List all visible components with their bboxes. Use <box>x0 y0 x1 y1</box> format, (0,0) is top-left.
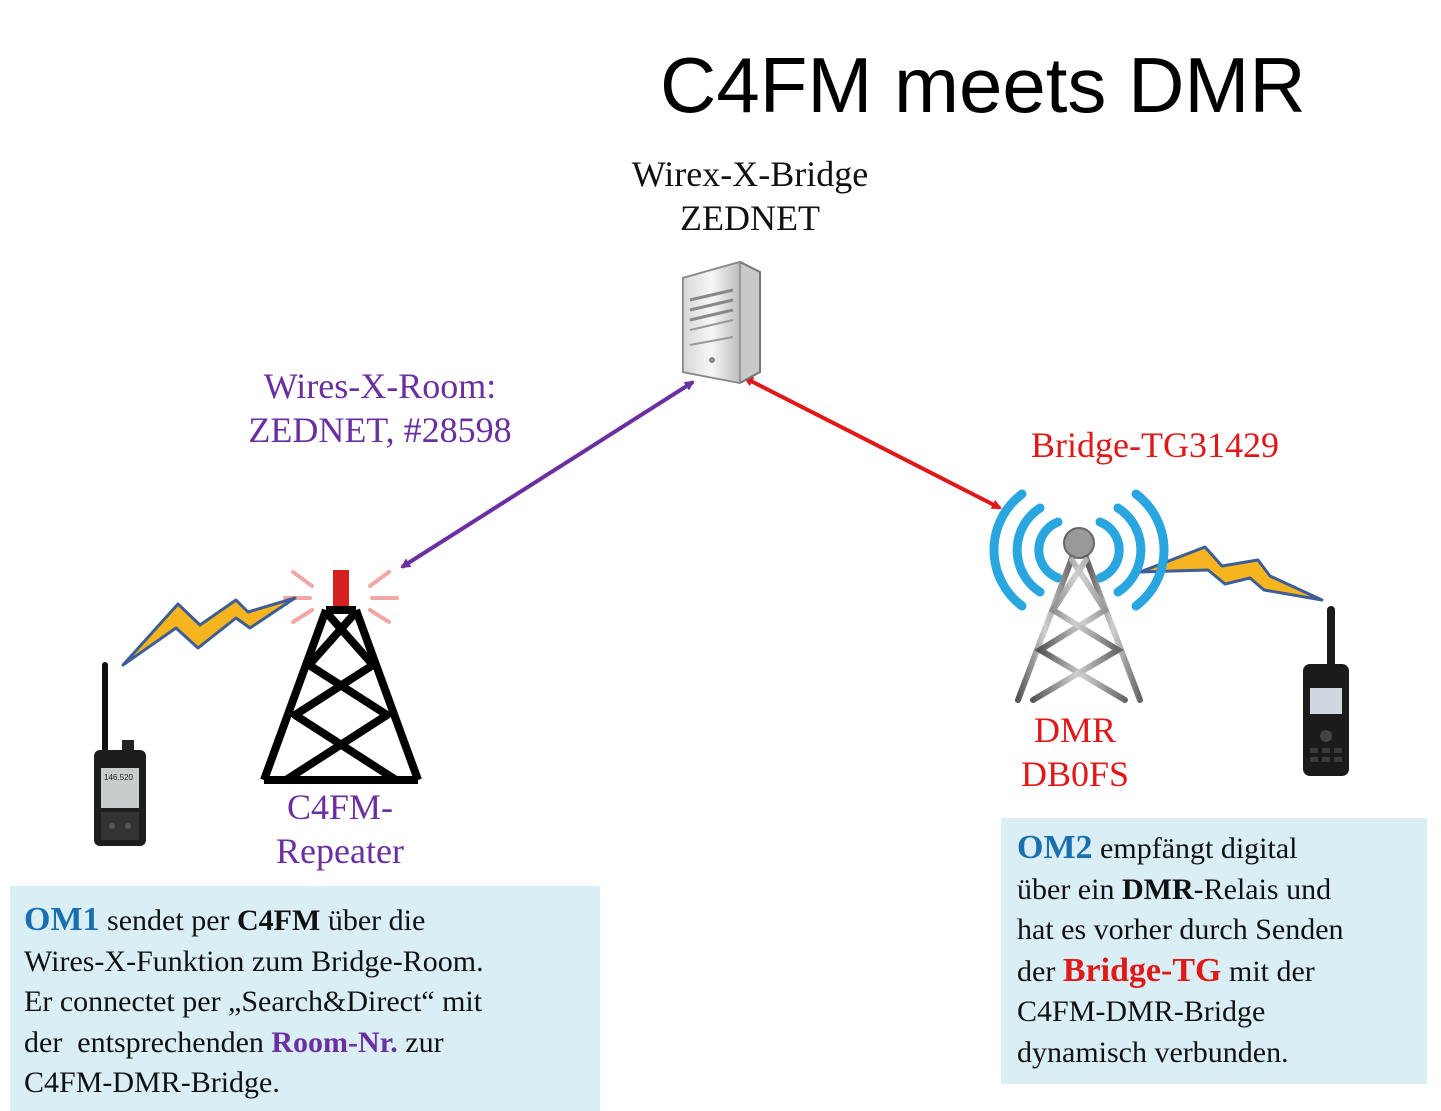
box1-line3: Er connectet per „Search&Direct“ mit <box>24 985 483 1018</box>
bridge-label-line2: ZEDNET <box>680 198 820 238</box>
box1-line5: C4FM-DMR-Bridge. <box>24 1066 280 1099</box>
box2-line2: über ein DMR-Relais und <box>1017 870 1413 911</box>
box1-text: sendet per <box>99 904 237 937</box>
bridge-tg-bold: Bridge-TG <box>1062 951 1222 989</box>
box1-text: über die <box>320 904 426 937</box>
box2-text: der <box>1017 954 1063 988</box>
dmr-tower-icon <box>989 489 1169 703</box>
box2-text: empfängt digital <box>1092 832 1298 865</box>
room-nr-bold: Room-Nr. <box>271 1025 398 1059</box>
bridge-label: Wirex-X-Bridge ZEDNET <box>560 152 940 240</box>
lightning-bolt-icon <box>121 596 297 667</box>
c4fm-bold: C4FM <box>237 904 321 937</box>
box2-line1: OM2 empfängt digital <box>1017 828 1413 870</box>
box2-text: mit der <box>1221 954 1315 988</box>
c4fm-label-line2: Repeater <box>276 831 404 871</box>
om1-label: OM1 <box>24 901 100 938</box>
dmr-label-line2: DB0FS <box>1020 754 1130 794</box>
c4fm-label: C4FM- Repeater <box>240 785 440 873</box>
box2-text: -Relais und <box>1193 872 1332 906</box>
handheld-radio-c4fm-icon: 146.520 <box>94 662 146 846</box>
lightning-bolt-icon <box>1138 545 1324 602</box>
om2-label: OM2 <box>1017 829 1093 866</box>
box1-line4: der entsprechenden Room-Nr. zur <box>24 1023 586 1064</box>
room-link-arrow <box>400 380 695 569</box>
svg-text:146.520: 146.520 <box>104 773 133 782</box>
handheld-radio-dmr-icon <box>1303 606 1349 776</box>
box1-line2: Wires-X-Funktion zum Bridge-Room. <box>24 944 484 978</box>
box1-text: zur <box>397 1025 444 1059</box>
dmr-bold: DMR <box>1121 872 1194 906</box>
box1-text: der entsprechenden <box>24 1025 272 1059</box>
box2-line5: C4FM-DMR-Bridge <box>1017 995 1266 1028</box>
tg-label: Bridge-TG31429 <box>1031 425 1279 465</box>
box1-line1: OM1 sendet per C4FM über die <box>24 900 586 942</box>
box2-line3: hat es vorher durch Senden <box>1017 913 1344 946</box>
server-icon <box>682 260 761 385</box>
box2-line4: der Bridge-TG mit der <box>1017 951 1413 993</box>
page-title: C4FM meets DMR <box>660 41 1306 129</box>
box2-line6: dynamisch verbunden. <box>1017 1035 1289 1069</box>
om1-description-box: OM1 sendet per C4FM über die Wires-X-Fun… <box>10 886 600 1111</box>
room-label: Wires-X-Room: ZEDNET, #28598 <box>200 364 560 452</box>
dmr-label: DMR DB0FS <box>990 708 1160 796</box>
om2-description-box: OM2 empfängt digital über ein DMR-Relais… <box>1001 818 1427 1084</box>
tg-link-arrow <box>743 376 1002 510</box>
bridge-label-line1: Wirex-X-Bridge <box>631 154 869 194</box>
dmr-label-line1: DMR <box>1033 710 1117 750</box>
box2-text: über ein <box>1017 872 1122 906</box>
room-label-line2: ZEDNET, #28598 <box>248 410 512 450</box>
room-label-line1: Wires-X-Room: <box>263 366 497 406</box>
repeater-tower-icon <box>260 570 422 784</box>
c4fm-label-line1: C4FM- <box>286 787 394 827</box>
